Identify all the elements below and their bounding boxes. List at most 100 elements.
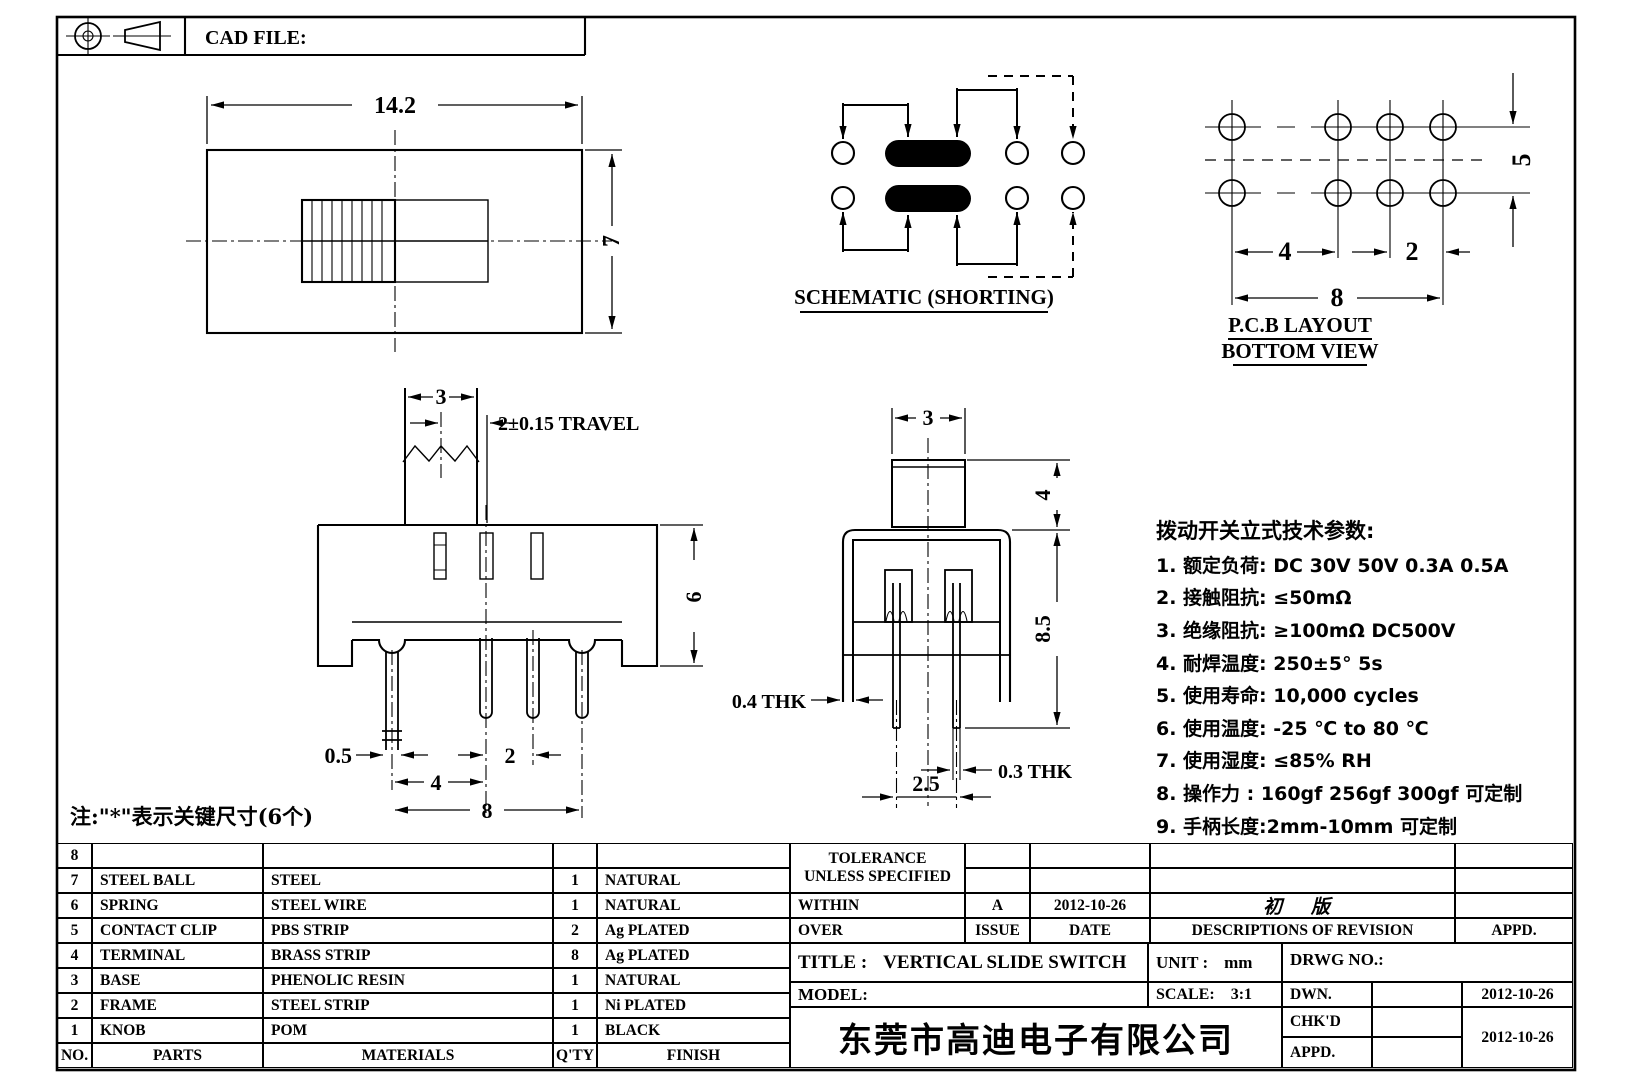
- revision-description: 初 版: [1150, 893, 1455, 918]
- title-cell: TITLE : VERTICAL SLIDE SWITCH: [790, 943, 1148, 982]
- dim-front-knob: 3: [436, 384, 447, 409]
- cad-file-label: CAD FILE:: [205, 27, 307, 49]
- table-cell: 1: [57, 1018, 92, 1043]
- unit-label: UNIT :: [1156, 952, 1209, 972]
- dim-pcb-pitch1: 4: [1279, 237, 1292, 266]
- table-cell: KNOB: [92, 1018, 263, 1043]
- spec-item: 3. 绝缘阻抗: ≥100mΩ DC500V: [1156, 619, 1456, 642]
- spec-item: 9. 手柄长度:2mm-10mm 可定制: [1156, 815, 1458, 838]
- empty-cell: [1030, 868, 1150, 893]
- dim-pcb-total: 8: [1331, 283, 1344, 312]
- title-label: TITLE :: [798, 951, 868, 973]
- table-cell: TERMINAL: [92, 943, 263, 968]
- dim-front-travel: 2±0.15 TRAVEL: [498, 413, 639, 435]
- revision-date: 2012-10-26: [1030, 893, 1150, 918]
- dim-side-row-pitch: 2.5: [912, 771, 940, 796]
- dim-front-total: 8: [482, 798, 493, 823]
- issue-label: ISSUE: [965, 918, 1030, 943]
- dim-frame-thickness: 0.4 THK: [732, 691, 807, 713]
- top-view: 14.2 7: [186, 93, 625, 352]
- dim-pcb-row: 5: [1507, 154, 1536, 167]
- table-cell: 1: [553, 993, 597, 1018]
- moving-contact: [885, 185, 971, 212]
- dim-front-pin-width: 0.5: [325, 743, 353, 768]
- table-cell: 6: [57, 893, 92, 918]
- unit-cell: UNIT : mm: [1148, 943, 1282, 982]
- dim-front-pitch1: 4: [431, 770, 442, 795]
- spec-item: 4. 耐焊温度: 250±5° 5s: [1156, 652, 1383, 675]
- scale-cell: SCALE: 3:1: [1148, 982, 1282, 1007]
- sheet-frame: CAD FILE:: [55, 15, 1577, 1072]
- schematic-view: SCHEMATIC (SHORTING): [794, 75, 1086, 313]
- table-cell: FRAME: [92, 993, 263, 1018]
- table-cell: PHENOLIC RESIN: [263, 968, 553, 993]
- empty-cell: [1150, 868, 1455, 893]
- table-cell: [263, 843, 553, 868]
- key-dimension-note: 注:"*"表示关键尺寸(6个): [70, 804, 314, 829]
- company-name: 东莞市高迪电子有限公司: [790, 1007, 1282, 1068]
- dim-pin-thickness: 0.3 THK: [998, 761, 1073, 783]
- table-cell: 4: [57, 943, 92, 968]
- dwn-label: DWN.: [1282, 982, 1372, 1007]
- table-header: MATERIALS: [263, 1043, 553, 1068]
- tech-specs-title: 拨动开关立式技术参数:: [1156, 519, 1375, 543]
- table-cell: STEEL BALL: [92, 868, 263, 893]
- schematic-title: SCHEMATIC (SHORTING): [794, 285, 1054, 309]
- table-cell: POM: [263, 1018, 553, 1043]
- table-cell: 7: [57, 868, 92, 893]
- empty-cell: [1455, 893, 1573, 918]
- table-cell: NATURAL: [597, 868, 790, 893]
- empty-cell: [965, 843, 1030, 868]
- table-cell: BRASS STRIP: [263, 943, 553, 968]
- table-cell: PBS STRIP: [263, 918, 553, 943]
- table-cell: [597, 843, 790, 868]
- table-cell: SPRING: [92, 893, 263, 918]
- table-cell: 2: [553, 918, 597, 943]
- spec-item: 5. 使用寿命: 10,000 cycles: [1156, 685, 1419, 708]
- table-cell: NATURAL: [597, 893, 790, 918]
- table-header: FINISH: [597, 1043, 790, 1068]
- issue-value: A: [965, 893, 1030, 918]
- tolerance-cell: TOLERANCE UNLESS SPECIFIED: [790, 843, 965, 893]
- side-view: 3 4 8.5 0.4 THK 0.3 THK 2.5: [732, 405, 1073, 808]
- table-cell: 1: [553, 893, 597, 918]
- moving-contact: [885, 140, 971, 167]
- table-cell: 3: [57, 968, 92, 993]
- approve-date: 2012-10-26: [1462, 1007, 1573, 1068]
- dim-pcb-pitch2: 2: [1406, 237, 1419, 266]
- table-cell: STEEL: [263, 868, 553, 893]
- drwg-no-cell: DRWG NO.:: [1282, 943, 1573, 982]
- scale-value: 3:1: [1230, 985, 1253, 1003]
- table-cell: Ag PLATED: [597, 943, 790, 968]
- table-header: PARTS: [92, 1043, 263, 1068]
- table-cell: Ni PLATED: [597, 993, 790, 1018]
- table-cell: [92, 843, 263, 868]
- spec-item: 7. 使用湿度: ≤85% RH: [1156, 750, 1372, 773]
- model-cell: MODEL:: [790, 982, 1148, 1007]
- empty-cell: [1372, 1037, 1462, 1068]
- table-cell: [553, 843, 597, 868]
- empty-cell: [1372, 982, 1462, 1007]
- descriptions-label: DESCRIPTIONS OF REVISION: [1150, 918, 1455, 943]
- within-label: WITHIN: [790, 893, 965, 918]
- pcb-title-line1: P.C.B LAYOUT: [1228, 313, 1372, 337]
- date-label: DATE: [1030, 918, 1150, 943]
- tolerance-line1: TOLERANCE: [828, 850, 927, 867]
- tolerance-line2: UNLESS SPECIFIED: [804, 868, 951, 885]
- spec-item: 8. 操作力 : 160gf 256gf 300gf 可定制: [1156, 782, 1523, 805]
- table-cell: 1: [553, 1018, 597, 1043]
- table-cell: STEEL WIRE: [263, 893, 553, 918]
- appd-label: APPD.: [1282, 1037, 1372, 1068]
- table-cell: Ag PLATED: [597, 918, 790, 943]
- table-cell: BASE: [92, 968, 263, 993]
- spec-item: 1. 额定负荷: DC 30V 50V 0.3A 0.5A: [1156, 554, 1509, 577]
- empty-cell: [1455, 868, 1573, 893]
- scale-label: SCALE:: [1156, 985, 1215, 1003]
- table-cell: 1: [553, 968, 597, 993]
- table-cell: CONTACT CLIP: [92, 918, 263, 943]
- empty-cell: [1150, 843, 1455, 868]
- pcb-layout-view: 5 4 2 8 P.C.B LAYOUT BOTTOM VIEW: [1205, 73, 1536, 366]
- dim-side-knob: 3: [923, 405, 934, 430]
- table-cell: BLACK: [597, 1018, 790, 1043]
